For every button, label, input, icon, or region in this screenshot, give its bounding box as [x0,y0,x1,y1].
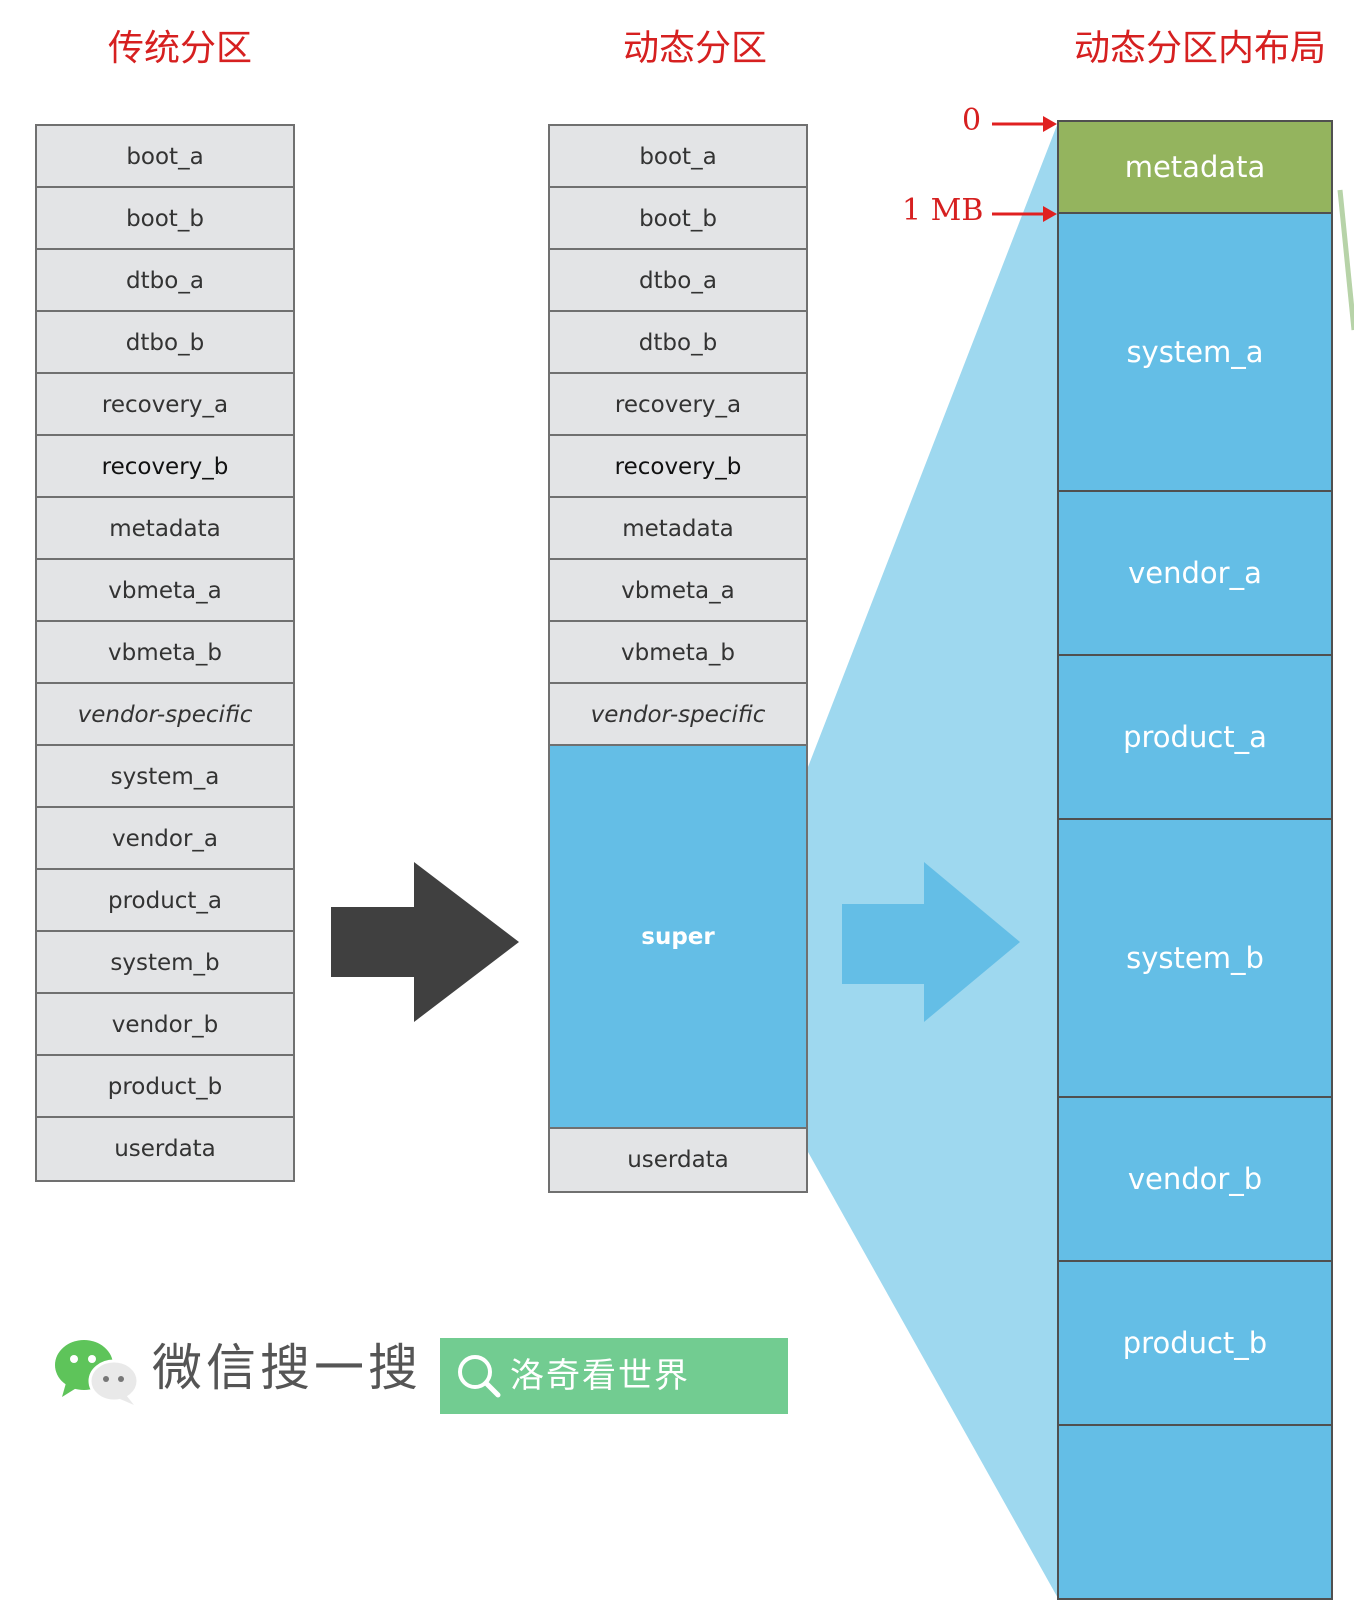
wechat-account-name: 洛奇看世界 [510,1356,690,1396]
offset-marker-start: 0 [962,103,982,138]
partition-dtbo_a: dtbo_a [550,250,806,312]
layout-title: 动态分区内布局 [1073,28,1326,69]
super-layout-vendor_a: vendor_a [1059,492,1331,656]
partition-recovery_b: recovery_b [550,436,806,498]
partition-product_a: product_a [37,870,293,932]
super-layout-system_a: system_a [1059,214,1331,492]
partition-boot_b: boot_b [37,188,293,250]
partition-recovery_a: recovery_a [37,374,293,436]
partition-metadata: metadata [37,498,293,560]
expansion-funnel [808,120,1059,1600]
wechat-icon [55,1340,140,1405]
green-edge-line [1337,189,1354,331]
partition-boot_a: boot_a [550,126,806,188]
partition-userdata: userdata [114,1136,216,1162]
partition-vbmeta_b: vbmeta_b [550,622,806,684]
partition-boot_a: boot_a [37,126,293,188]
super-layout-product_a: product_a [1059,656,1331,820]
dark-arrow-icon [331,862,519,1022]
dynamic-title: 动态分区 [622,28,767,69]
super-layout-metadata: metadata [1059,122,1331,214]
partition-dtbo_b: dtbo_b [550,312,806,374]
partition-dtbo_b: dtbo_b [37,312,293,374]
partition-product_b: product_b [37,1056,293,1118]
partition-vendor-specific: vendor-specific [550,684,806,746]
partition-super: super [550,746,806,1129]
marker-1mb-arrowhead [1043,206,1057,222]
partition-vendor_a: vendor_a [37,808,293,870]
partition-vbmeta_b: vbmeta_b [37,622,293,684]
partition-vendor_b: vendor_b [37,994,293,1056]
super-layout-vendor_b: vendor_b [1059,1098,1331,1262]
super-layout-product_b: product_b [1059,1262,1331,1426]
partition-dtbo_a: dtbo_a [37,250,293,312]
partition-boot_b: boot_b [550,188,806,250]
marker-0-arrowhead [1043,116,1057,132]
wechat-search-label: 微信搜一搜 [152,1339,422,1397]
search-icon [458,1355,501,1398]
partition-recovery_a: recovery_a [550,374,806,436]
partition-userdata: userdata [627,1147,729,1173]
partition-recovery_b: recovery_b [37,436,293,498]
partition-system_a: system_a [37,746,293,808]
super-layout-system_b: system_b [1059,820,1331,1098]
partition-system_b: system_b [37,932,293,994]
super-layout-free-space [1059,1426,1331,1602]
partition-vbmeta_a: vbmeta_a [550,560,806,622]
blue-arrow-icon [842,862,1020,1022]
wechat-search-box[interactable]: 洛奇看世界 [440,1338,788,1414]
partition-vbmeta_a: vbmeta_a [37,560,293,622]
offset-marker-1mb: 1 MB [902,193,984,228]
traditional-title: 传统分区 [107,28,252,69]
partition-metadata: metadata [550,498,806,560]
partition-vendor-specific: vendor-specific [37,684,293,746]
